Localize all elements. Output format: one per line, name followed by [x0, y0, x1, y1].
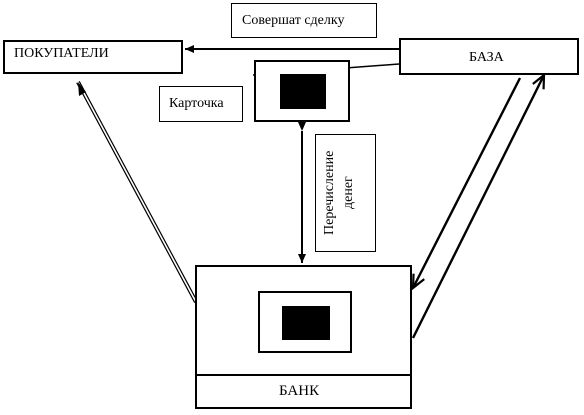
node-bank-label: БАНК [279, 383, 320, 399]
bank-terminal-screen [282, 306, 330, 340]
label-transfer-text: Перечисление денег [322, 150, 356, 236]
node-base: БАЗА [399, 38, 579, 75]
node-base-label: БАЗА [469, 50, 504, 65]
arrow-bank-to-base [411, 75, 544, 339]
label-deal: Совершат сделку [231, 3, 377, 38]
label-card: Карточка [159, 86, 243, 122]
node-buyers: ПОКУПАТЕЛИ [3, 40, 183, 74]
label-transfer: Перечисление денег [315, 134, 376, 252]
bank-terminal [258, 291, 352, 353]
bank-divider [197, 374, 410, 376]
node-buyers-label: ПОКУПАТЕЛИ [14, 46, 109, 61]
arrow-base-to-bank [413, 77, 522, 288]
card-screen [280, 74, 326, 109]
arrow-bank-to-buyers [76, 81, 198, 303]
card-device [254, 60, 350, 122]
node-bank: БАНК [195, 265, 412, 409]
